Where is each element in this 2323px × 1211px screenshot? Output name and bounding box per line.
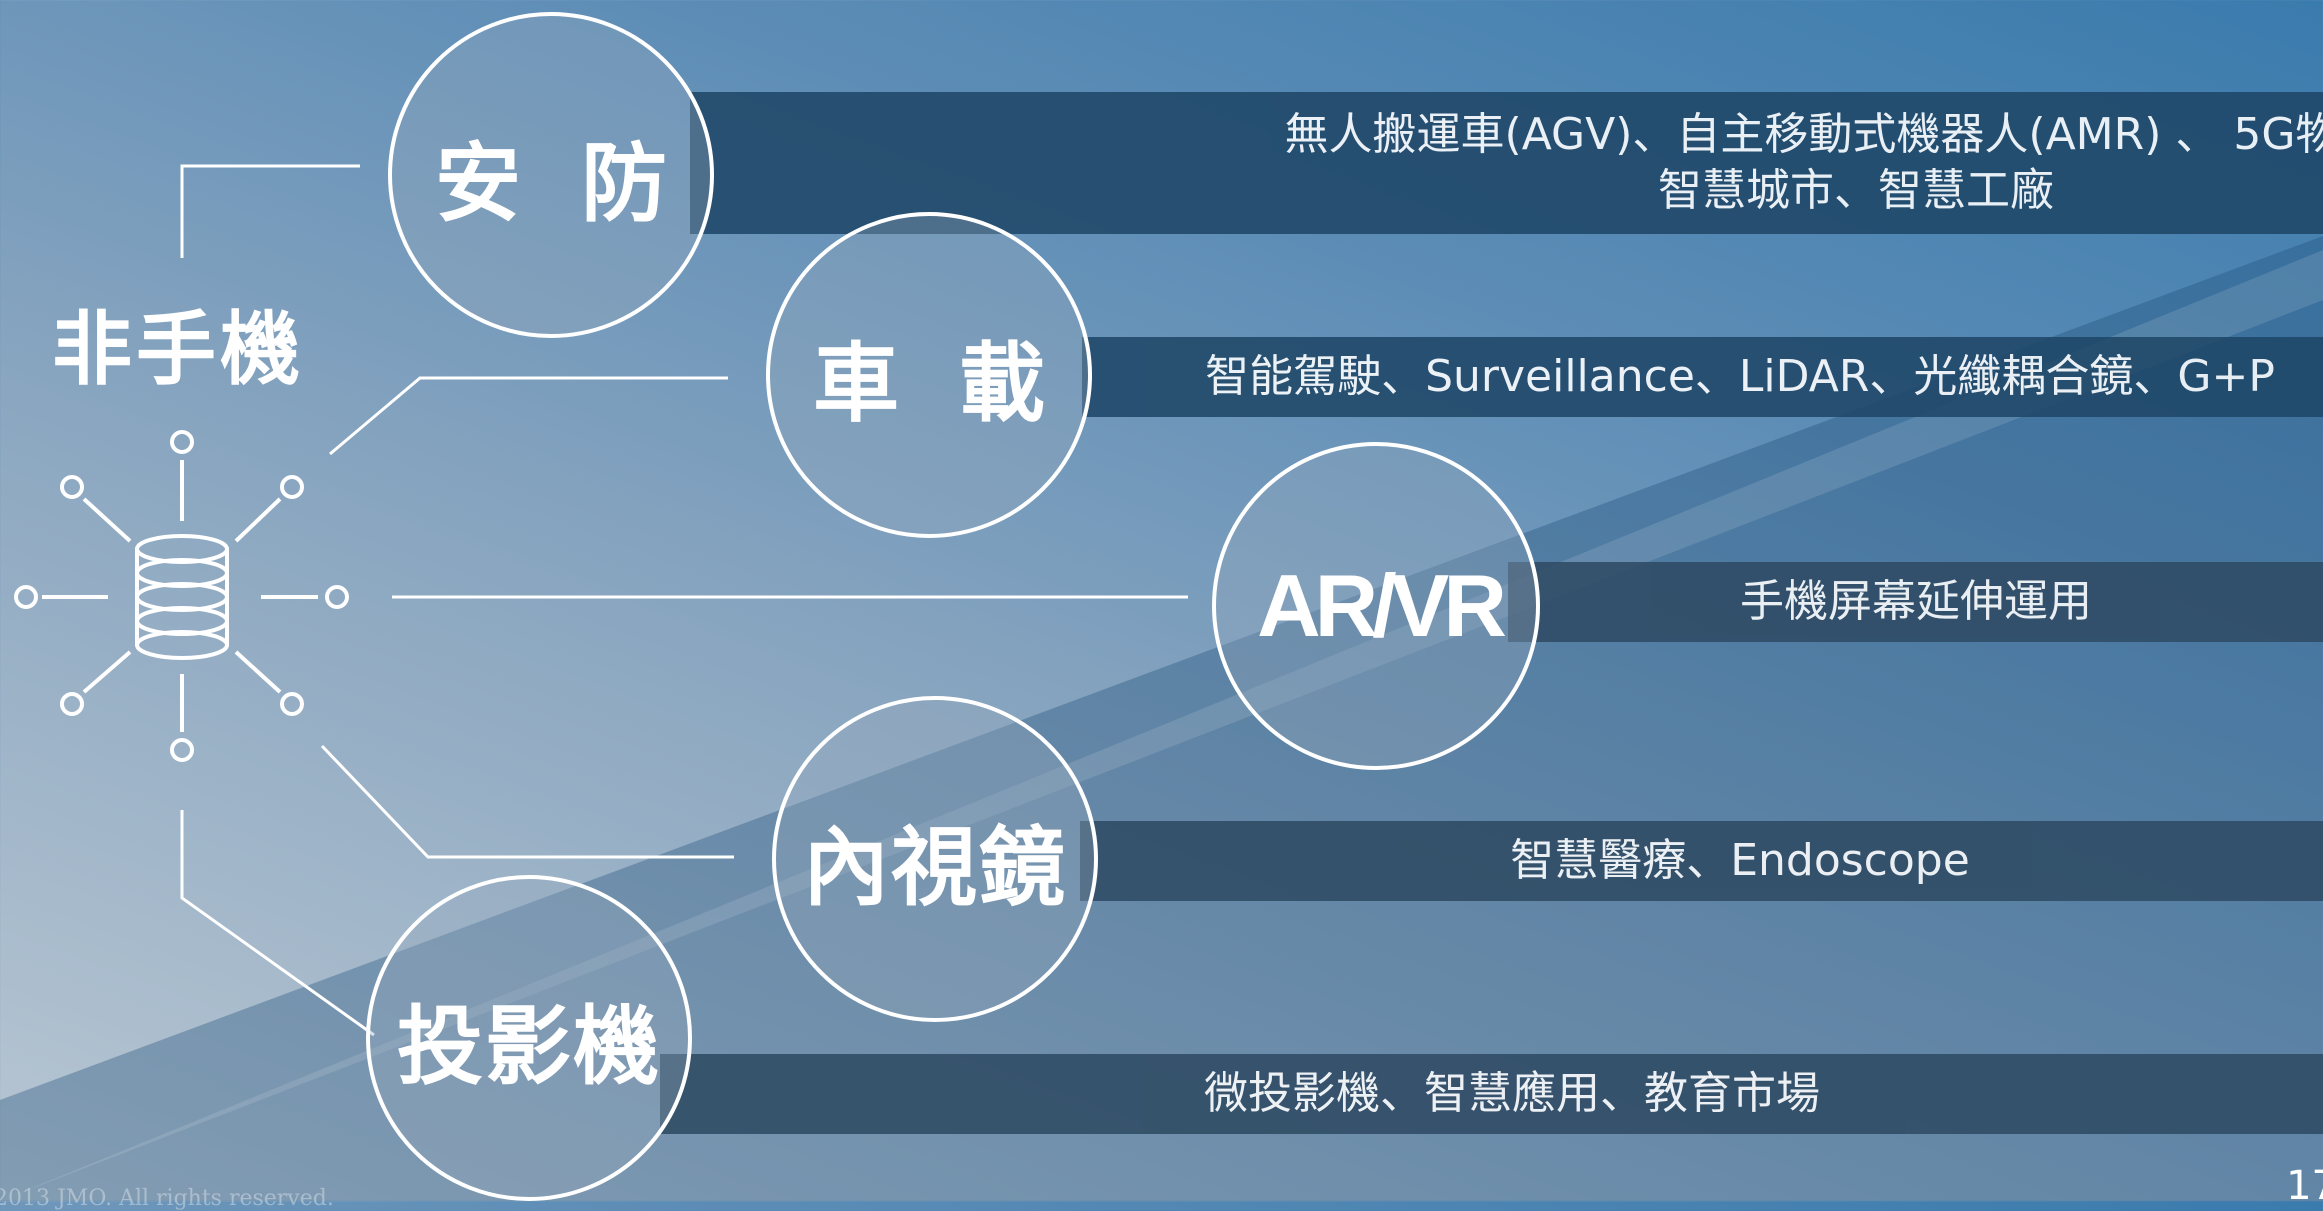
band-arvr: 手機屏幕延伸運用 [1508, 562, 2323, 642]
circle-endoscope: 內視鏡 [772, 696, 1098, 1022]
circle-label-security: 安防 [435, 133, 727, 234]
band-text-automotive: 智能駕駛、Surveillance、LiDAR、光纖耦合鏡、G+P [1205, 349, 2275, 405]
band-security: 無人搬運車(AGV)、自主移動式機器人(AMR) 、 5G物聯網智慧城市、智慧工… [690, 92, 2323, 234]
band-automotive: 智能駕駛、Surveillance、LiDAR、光纖耦合鏡、G+P [1082, 337, 2323, 417]
band-line-security-1: 智慧城市、智慧工廠 [1657, 165, 2054, 216]
band-text-security: 無人搬運車(AGV)、自主移動式機器人(AMR) 、 5G物聯網智慧城市、智慧工… [1285, 107, 2323, 219]
circle-projector: 投影機 [366, 875, 692, 1201]
circle-automotive: 車載 [766, 212, 1092, 538]
database-icon [135, 534, 229, 660]
band-line-security-0: 無人搬運車(AGV)、自主移動式機器人(AMR) 、 5G物聯網 [1284, 109, 2323, 160]
main-title: 非手機 [52, 303, 304, 396]
connector-lines [180, 164, 1188, 1037]
band-line-projector-0: 微投影機、智慧應用、教育市場 [1204, 1068, 1820, 1119]
circle-label-projector: 投影機 [397, 996, 661, 1097]
circle-label-arvr: AR/VR [1257, 556, 1507, 655]
band-line-endoscope-0: 智慧醫療、Endoscope [1510, 835, 1970, 886]
band-endoscope: 智慧醫療、Endoscope [1080, 821, 2323, 901]
circle-arvr: AR/VR [1212, 442, 1540, 770]
band-text-endoscope: 智慧醫療、Endoscope [1510, 833, 1970, 889]
page-number: 17 [2286, 1163, 2323, 1209]
circle-security: 安防 [388, 12, 714, 338]
copyright: 2013 JMO. All rights reserved. [0, 1186, 334, 1211]
circle-label-endoscope: 內視鏡 [803, 817, 1067, 918]
band-line-automotive-0: 智能駕駛、Surveillance、LiDAR、光纖耦合鏡、G+P [1205, 351, 2275, 402]
band-line-arvr-0: 手機屏幕延伸運用 [1740, 576, 2092, 627]
band-text-arvr: 手機屏幕延伸運用 [1740, 574, 2092, 630]
band-text-projector: 微投影機、智慧應用、教育市場 [1204, 1066, 1820, 1122]
database-network-icon [14, 430, 349, 762]
circle-label-automotive: 車載 [813, 333, 1105, 434]
band-projector: 微投影機、智慧應用、教育市場 [660, 1054, 2323, 1134]
